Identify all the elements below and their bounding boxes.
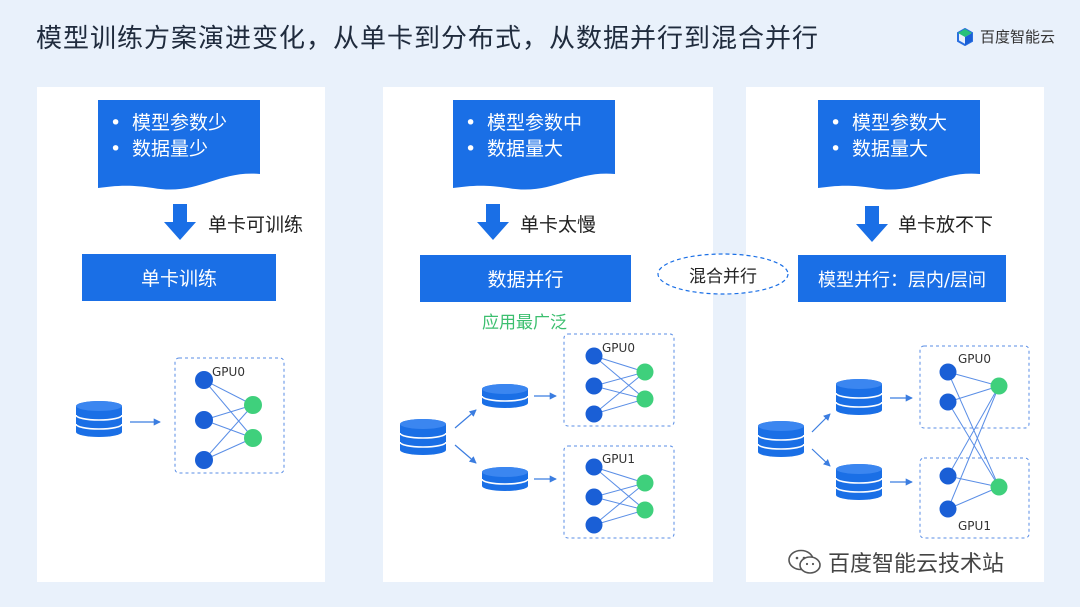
brand-logo: 百度智能云 <box>956 26 1055 47</box>
usage-note: 应用最广泛 <box>482 313 567 333</box>
hybrid-parallel-label: 混合并行 <box>689 267 757 287</box>
database-icon <box>75 400 123 438</box>
requirements-card-1: 模型参数少 数据量少 <box>98 100 260 192</box>
gpu-label: GPU0 <box>212 365 245 379</box>
gpu0-box <box>919 345 1030 429</box>
method-box-data-parallel: 数据并行 <box>420 255 631 302</box>
method-box-model-parallel: 模型并行：层内/层间 <box>798 255 1006 302</box>
logo-text: 百度智能云 <box>980 28 1056 46</box>
bullet-item: 模型参数中 <box>465 110 582 136</box>
database-icon <box>399 418 447 456</box>
bullet-item: 数据量大 <box>465 136 582 162</box>
watermark-text: 百度智能云技术站 <box>828 552 1005 577</box>
requirements-card-2: 模型参数中 数据量大 <box>453 100 615 192</box>
step-label: 单卡放不下 <box>898 214 994 236</box>
cloud-logo-icon <box>957 27 973 46</box>
step-label: 单卡可训练 <box>208 214 304 236</box>
wechat-icon <box>788 549 821 574</box>
model-parallel-diagram <box>757 345 1030 539</box>
down-arrow-icon <box>477 204 509 240</box>
hybrid-parallel-ellipse <box>657 253 789 295</box>
requirements-card-3: 模型参数大 数据量大 <box>818 100 980 192</box>
database-shard-icon <box>481 466 529 492</box>
gpu1-box <box>919 457 1030 539</box>
gpu1-box <box>563 445 675 539</box>
gpu-label: GPU1 <box>958 519 991 533</box>
gpu-label: GPU0 <box>958 352 991 366</box>
bullet-item: 模型参数大 <box>830 110 947 136</box>
data-parallel-diagram <box>399 333 675 539</box>
down-arrow-icon <box>856 206 888 242</box>
bullet-item: 数据量少 <box>110 136 227 162</box>
bullet-item: 模型参数少 <box>110 110 227 136</box>
database-shard-icon <box>835 378 883 416</box>
database-icon <box>757 420 805 458</box>
database-shard-icon <box>835 463 883 501</box>
gpu0-box <box>563 333 675 427</box>
page-title: 模型训练方案演进变化，从单卡到分布式，从数据并行到混合并行 <box>36 24 820 54</box>
gpu0-box <box>174 357 285 474</box>
database-shard-icon <box>481 383 529 409</box>
bullet-item: 数据量大 <box>830 136 947 162</box>
step-label: 单卡太慢 <box>520 214 597 236</box>
gpu-label: GPU0 <box>602 341 635 355</box>
down-arrow-icon <box>164 204 196 240</box>
watermark: 百度智能云技术站 <box>788 546 1004 578</box>
gpu-label: GPU1 <box>602 452 635 466</box>
method-box-single: 单卡训练 <box>82 254 276 301</box>
single-gpu-diagram <box>75 357 285 474</box>
